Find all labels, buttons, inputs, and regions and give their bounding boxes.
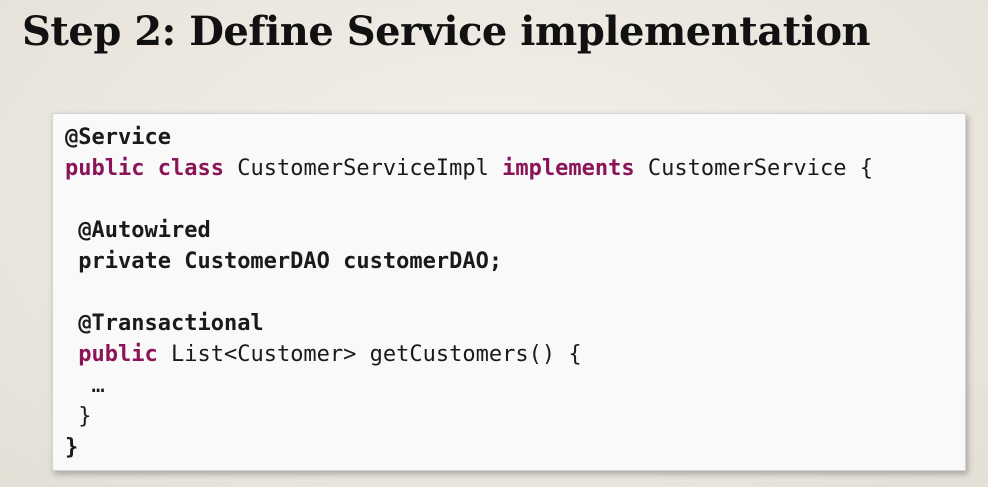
code-listing: @Service public class CustomerServiceImpl… <box>65 122 873 463</box>
slide-title: Step 2: Define Service implementation <box>22 8 871 55</box>
code-line-3 <box>65 184 873 215</box>
autowired-annotation: @Autowired <box>78 218 211 243</box>
code-line-8: public List<Customer> getCustomers() { <box>65 339 873 370</box>
code-line-9: … <box>65 370 873 401</box>
code-line-5: private CustomerDAO customerDAO; <box>65 246 873 277</box>
code-line-4: @Autowired <box>65 215 873 246</box>
method-open-brace: { <box>568 342 582 367</box>
code-block: @Service public class CustomerServiceImpl… <box>52 113 966 471</box>
method-signature: List<Customer> getCustomers() <box>170 342 556 367</box>
code-line-7: @Transactional <box>65 308 873 339</box>
class-name: CustomerServiceImpl <box>237 156 489 181</box>
transactional-annotation: @Transactional <box>78 311 264 336</box>
code-line-1: @Service <box>65 122 873 153</box>
keyword-public-method: public <box>78 342 158 367</box>
field-declaration: private CustomerDAO customerDAO; <box>78 249 503 274</box>
code-line-11: } <box>65 432 873 463</box>
code-line-2: public class CustomerServiceImpl impleme… <box>65 153 873 184</box>
interface-name: CustomerService <box>647 156 847 181</box>
keyword-implements: implements <box>502 156 635 181</box>
code-line-10: } <box>65 401 873 432</box>
code-line-6 <box>65 277 873 308</box>
class-close-brace: } <box>65 435 79 460</box>
service-annotation: @Service <box>65 125 171 150</box>
ellipsis: … <box>91 373 105 398</box>
keyword-class: class <box>157 156 224 181</box>
open-brace: { <box>859 156 874 181</box>
method-close-brace: } <box>78 404 92 429</box>
keyword-public: public <box>65 156 145 181</box>
